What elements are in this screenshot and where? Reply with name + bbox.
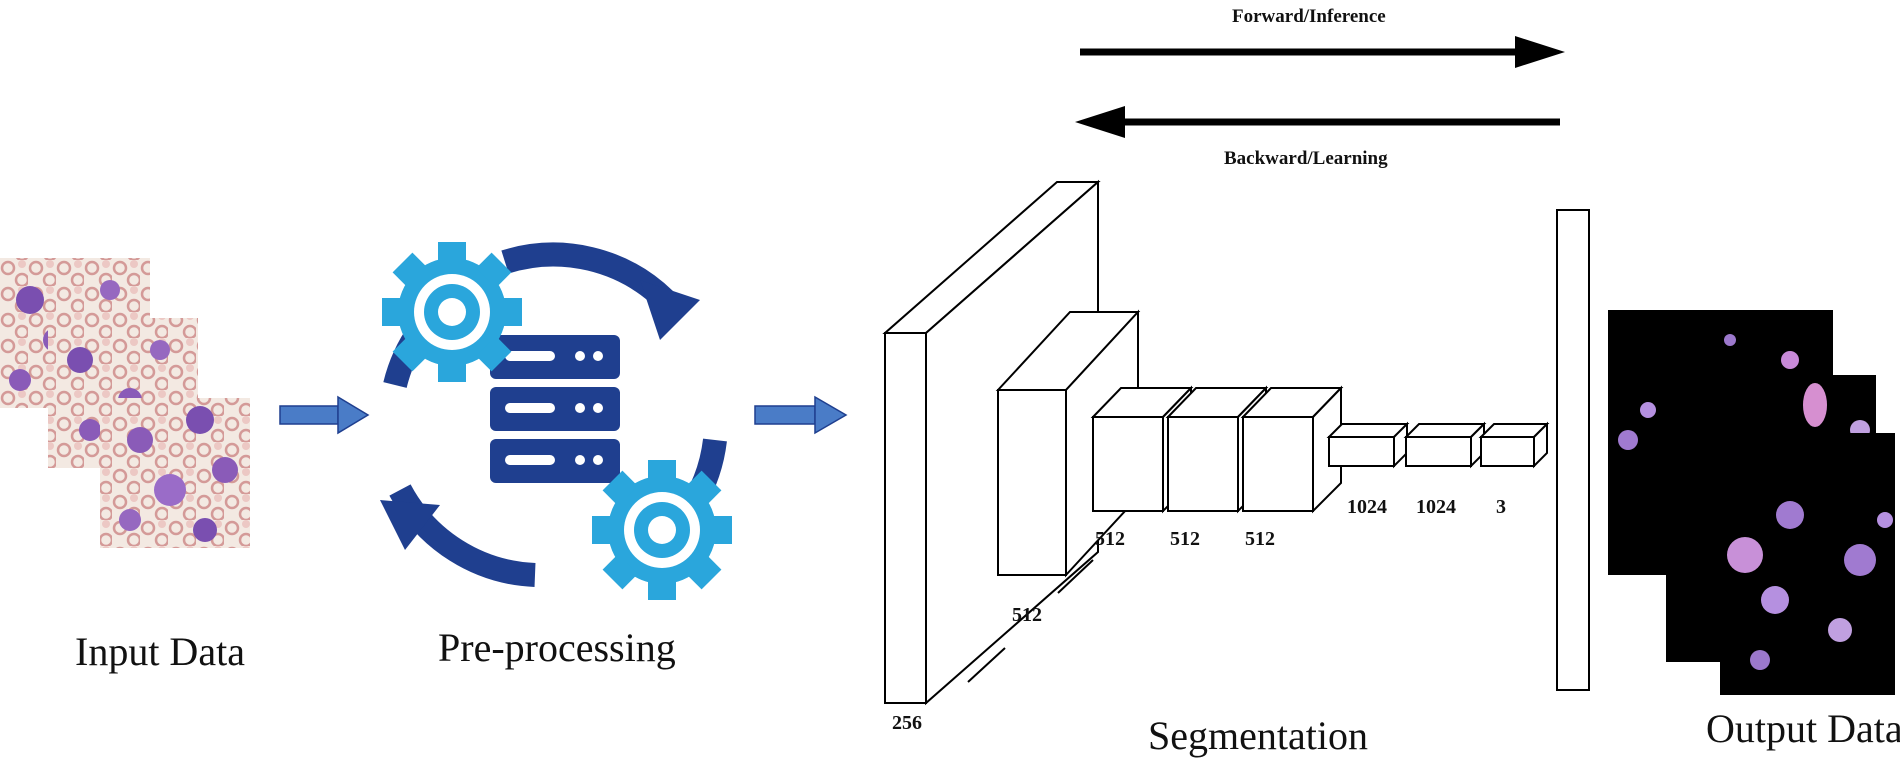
layer-dim-label: 1024: [1347, 496, 1387, 518]
flow-arrow-1: [279, 395, 370, 435]
output-data-label: Output Data: [1706, 706, 1900, 751]
layer-dim-label: 512: [1170, 528, 1200, 550]
layer-dim-label: 3: [1496, 496, 1506, 518]
layer-8: [1478, 421, 1550, 469]
segmentation-label: Segmentation: [1148, 713, 1368, 758]
forward-inference-label: Forward/Inference: [1232, 6, 1386, 27]
output-layer-bar: [1556, 209, 1590, 691]
forward-arrow: [1080, 36, 1565, 68]
output-image-3: [1720, 433, 1895, 695]
server-icon: [490, 335, 620, 483]
layer-dim-label: 512: [1012, 604, 1042, 626]
layer-6: [1326, 421, 1410, 469]
layer-5: [1240, 385, 1344, 514]
input-image-3: [100, 398, 250, 548]
backward-learning-label: Backward/Learning: [1224, 148, 1388, 169]
gear-icon: [382, 242, 522, 382]
preprocessing-icon: [380, 242, 732, 600]
output-image-stack: [1608, 310, 1895, 695]
input-data-label: Input Data: [75, 629, 245, 674]
layer-dim-label: 512: [1245, 528, 1275, 550]
layer-7: [1403, 421, 1487, 469]
layer-dim-label: 512: [1095, 528, 1125, 550]
dim-tick: [967, 647, 1006, 683]
gear-icon: [592, 460, 732, 600]
preprocessing-label: Pre-processing: [438, 625, 676, 670]
flow-arrow-2: [754, 395, 848, 435]
dim-tick: [1057, 559, 1094, 594]
backward-arrow: [1075, 106, 1560, 138]
layer-dim-label: 1024: [1416, 496, 1456, 518]
input-image-stack: [0, 258, 250, 548]
layer-dim-label: 256: [892, 712, 922, 734]
network-layers: [882, 179, 1590, 706]
